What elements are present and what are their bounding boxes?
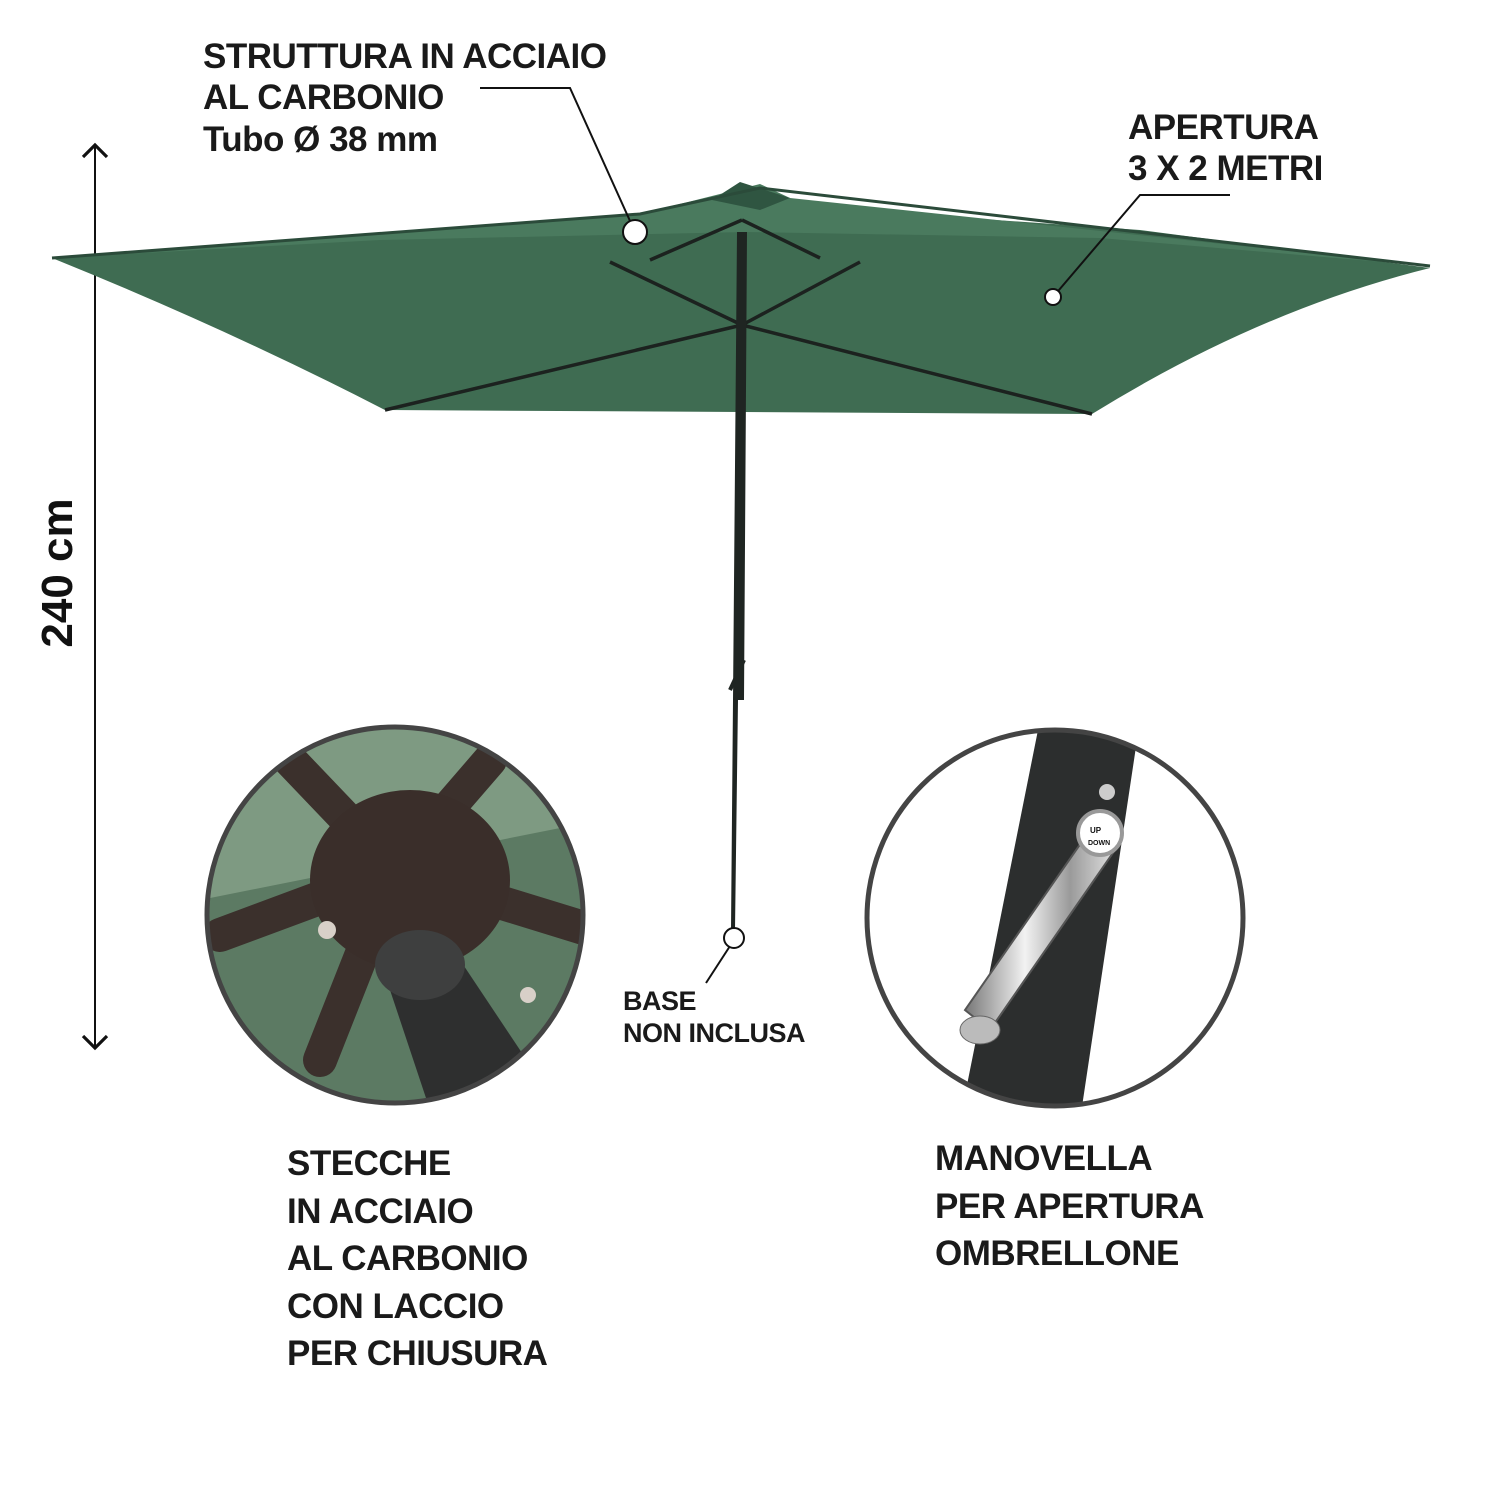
umbrella-pole <box>731 232 747 930</box>
base-line-2: NON INCLUSA <box>623 1018 806 1049</box>
opening-line-1: APERTURA <box>1128 108 1319 147</box>
height-label: 240 cm <box>33 498 82 648</box>
base-callout-line <box>705 945 731 984</box>
structure-line-3: Tubo Ø 38 mm <box>203 119 438 159</box>
structure-callout-line <box>480 87 636 233</box>
rib-hub-detail-image <box>207 727 583 1103</box>
umbrella-ribs <box>384 218 1093 416</box>
base-line-1: BASE <box>623 986 697 1016</box>
structure-line-2: AL CARBONIO <box>203 78 444 118</box>
structure-callout: STRUTTURA IN ACCIAIO AL CARBONIO Tubo Ø … <box>203 36 607 160</box>
crank-badge-down: DOWN <box>1088 840 1110 847</box>
slats-line-3: AL CARBONIO <box>287 1239 528 1279</box>
crank-line-2: PER APERTURA <box>935 1186 1204 1226</box>
slats-line-4: CON LACCIO <box>287 1286 504 1326</box>
structure-callout-dot <box>622 219 648 245</box>
crank-badge-up: UP <box>1090 826 1102 835</box>
base-callout: BASE NON INCLUSA <box>623 985 806 1050</box>
crank-line-1: MANOVELLA <box>935 1139 1153 1178</box>
opening-callout-line <box>1052 194 1230 298</box>
crank-line-3: OMBRELLONE <box>935 1234 1179 1274</box>
structure-line-1: STRUTTURA IN ACCIAIO <box>203 37 607 76</box>
slats-line-1: STECCHE <box>287 1144 451 1183</box>
slats-line-5: PER CHIUSURA <box>287 1334 548 1374</box>
opening-callout-dot <box>1044 288 1062 306</box>
slats-line-2: IN ACCIAIO <box>287 1191 474 1231</box>
opening-callout: APERTURA 3 X 2 METRI <box>1128 107 1323 190</box>
crank-detail-image: UP DOWN <box>867 730 1243 1106</box>
opening-line-2: 3 X 2 METRI <box>1128 149 1323 189</box>
base-callout-dot <box>723 927 745 949</box>
crank-caption: MANOVELLA PER APERTURA OMBRELLONE <box>935 1135 1204 1278</box>
slats-caption: STECCHE IN ACCIAIO AL CARBONIO CON LACCI… <box>287 1140 548 1378</box>
